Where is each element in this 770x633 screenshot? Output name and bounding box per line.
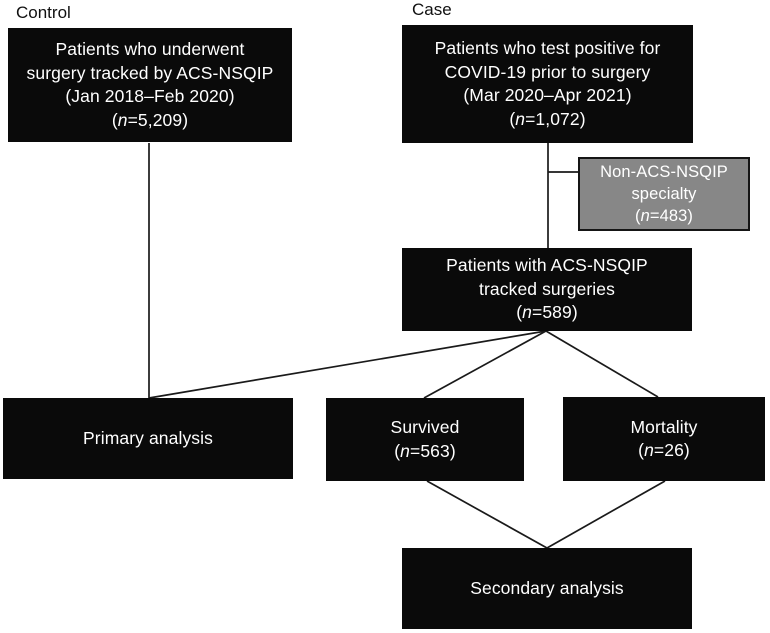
edge-mortality-to-secondary xyxy=(546,480,666,549)
control-cohort-box: Patients who underwent surgery tracked b… xyxy=(8,28,292,142)
edge-tracked-to-survived xyxy=(423,330,547,399)
case-group-label: Case xyxy=(412,0,452,19)
n-symbol: n xyxy=(117,109,128,130)
sample-size-line: (n=5,209) xyxy=(112,109,188,133)
mortality-box: Mortality (n=26) xyxy=(563,397,765,481)
control-group-label: Control xyxy=(16,3,71,22)
n-symbol: n xyxy=(515,108,526,129)
box-text-line: (Mar 2020–Apr 2021) xyxy=(463,85,632,105)
n-text-part: =483) xyxy=(649,207,694,225)
box-text-line: tracked surgeries xyxy=(479,278,615,299)
n-text-part: =589) xyxy=(532,302,578,323)
sample-size-line: (n=26) xyxy=(638,439,690,463)
exclusion-box: Non-ACS-NSQIP specialty (n=483) xyxy=(578,157,750,231)
edge-survived-to-secondary xyxy=(426,480,548,549)
edge-tracked-to-mortality xyxy=(545,330,659,398)
n-symbol: n xyxy=(644,440,654,460)
sample-size-line: (n=483) xyxy=(635,205,693,227)
primary-analysis-box: Primary analysis xyxy=(3,398,293,479)
sample-size-line: (n=589) xyxy=(516,301,578,325)
box-text-line: COVID-19 prior to surgery xyxy=(444,61,651,82)
n-text-part: =26) xyxy=(653,440,690,460)
case-cohort-box: Patients who test positive for COVID-19 … xyxy=(402,25,693,143)
secondary-analysis-box: Secondary analysis xyxy=(402,548,692,629)
n-text-part: ( xyxy=(509,108,516,129)
box-text-line: Patients with ACS-NSQIP xyxy=(446,255,648,276)
survived-box: Survived (n=563) xyxy=(326,398,524,481)
n-text-part: ( xyxy=(394,440,401,461)
n-text-part: =1,072) xyxy=(525,108,586,129)
n-symbol: n xyxy=(522,302,533,323)
box-text-line: (Jan 2018–Feb 2020) xyxy=(65,86,235,106)
n-text-part: =563) xyxy=(410,440,456,461)
box-text-line: surgery tracked by ACS-NSQIP xyxy=(26,62,274,83)
edge-tracked-to-primary xyxy=(148,330,547,399)
box-text-line: Mortality xyxy=(630,416,698,437)
box-text-line: Patients who test positive for xyxy=(434,38,661,58)
box-text-line: Secondary analysis xyxy=(470,577,624,598)
n-text-part: ( xyxy=(638,440,645,460)
n-symbol: n xyxy=(400,440,411,461)
n-text-part: =5,209) xyxy=(127,109,189,130)
box-text-line: specialty xyxy=(631,185,697,203)
n-text-part: ( xyxy=(634,207,641,225)
box-text-line: Survived xyxy=(390,417,460,437)
tracked-surgeries-box: Patients with ACS-NSQIP tracked surgerie… xyxy=(402,248,692,331)
n-text-part: ( xyxy=(516,302,523,323)
sample-size-line: (n=1,072) xyxy=(509,108,585,132)
box-text-line: Non-ACS-NSQIP xyxy=(600,163,728,181)
sample-size-line: (n=563) xyxy=(394,440,456,464)
n-symbol: n xyxy=(640,207,650,225)
n-text-part: ( xyxy=(111,109,118,130)
box-text-line: Patients who underwent xyxy=(55,39,245,59)
box-text-line: Primary analysis xyxy=(83,427,213,448)
